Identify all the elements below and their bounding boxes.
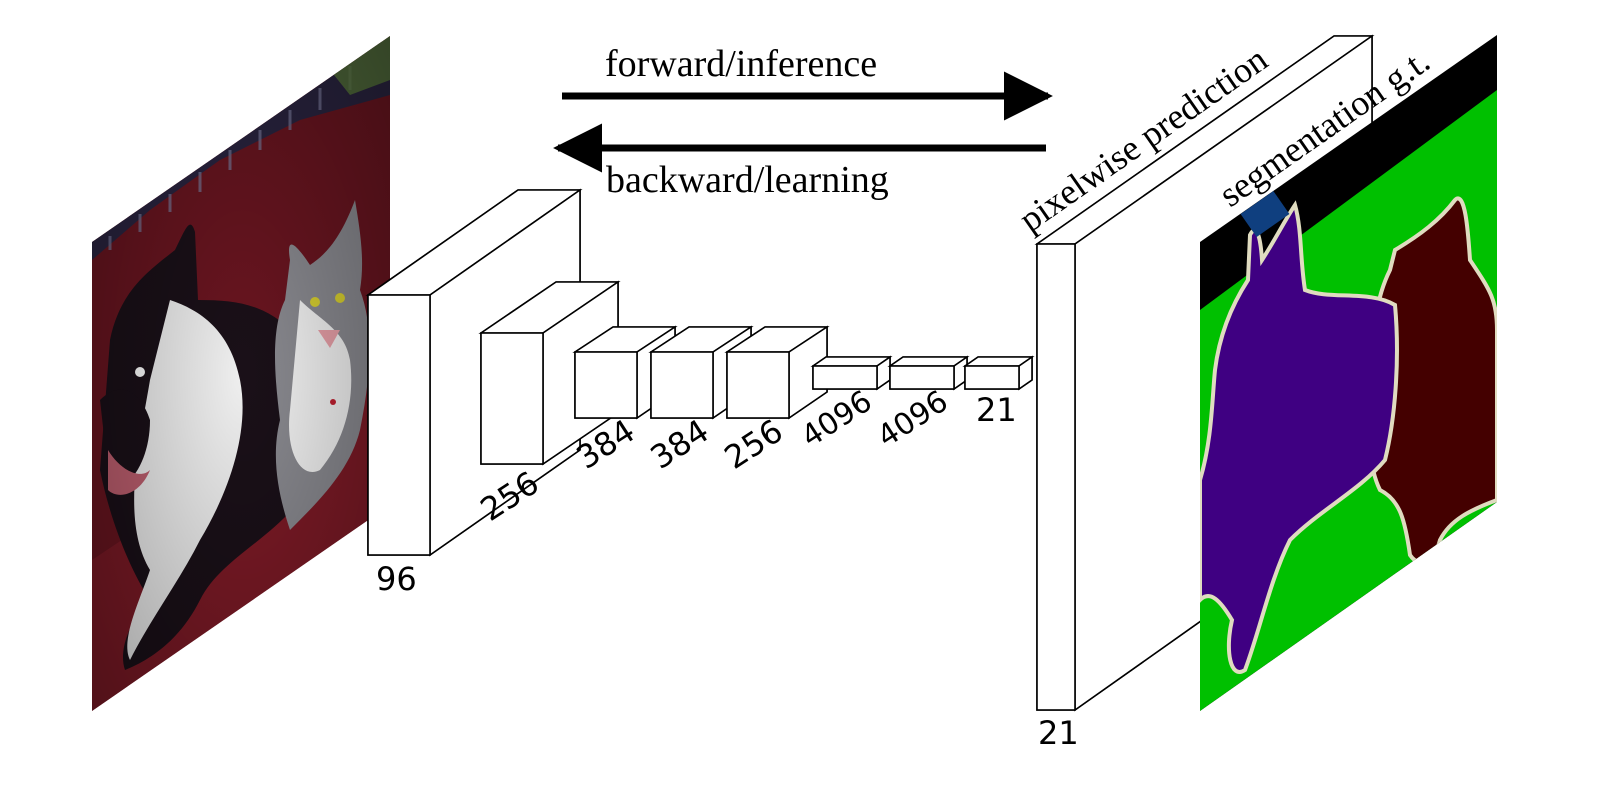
layer-label-8: 21 [976,391,1017,429]
output-label: 21 [1038,714,1079,752]
layer-label-4: 384 [644,412,716,477]
layer-label-1: 96 [376,560,417,598]
layer-label-7: 4096 [871,384,954,455]
forward-label: forward/inference [605,43,877,85]
segmentation-marker-icon [1240,191,1290,237]
fc-layer-block-6 [810,355,893,391]
score-layer-block-8 [962,355,1035,391]
conv-layer-block-4 [648,325,754,420]
layer-label-5: 256 [718,412,790,477]
backward-label: backward/learning [606,159,889,201]
conv-layer-block-5 [724,325,830,420]
input-photo-icon [92,36,390,711]
fc-layer-block-7 [887,355,970,391]
